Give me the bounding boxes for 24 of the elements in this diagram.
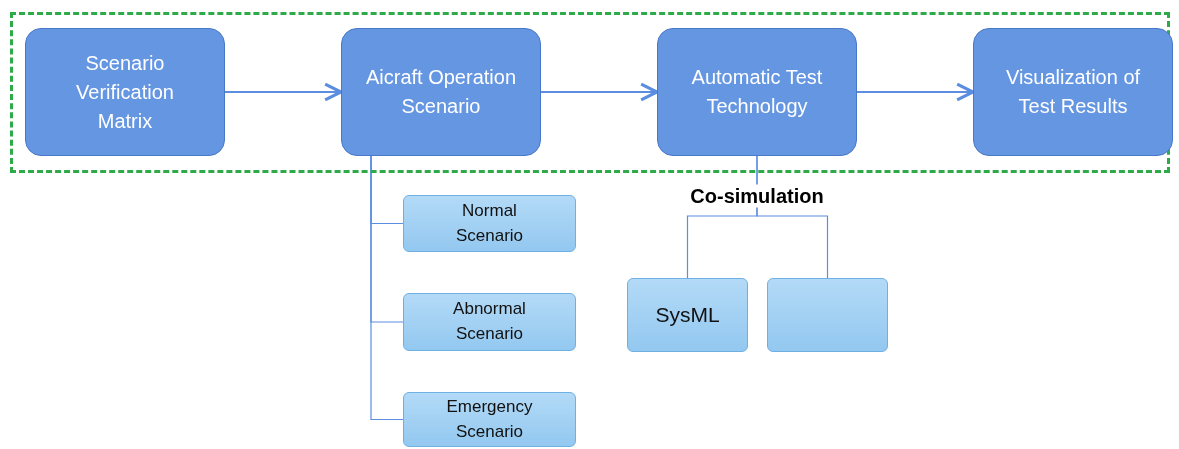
process-box — [25, 28, 225, 156]
node-label: Abnormal Scenario — [452, 298, 527, 345]
node-label: Normal Scenario — [454, 199, 525, 247]
process-box — [973, 28, 1173, 156]
process-box — [341, 28, 541, 156]
process-box — [627, 278, 748, 352]
process-box — [403, 195, 576, 252]
node-label: SysML — [655, 301, 720, 328]
process-box — [657, 28, 857, 156]
arrow — [225, 82, 343, 102]
node-label: Visualization of Test Results — [1004, 65, 1142, 119]
arrow — [541, 82, 659, 102]
process-box — [403, 293, 576, 351]
arrow — [857, 82, 975, 102]
process-box — [403, 392, 576, 447]
edge-label: Co-simulation — [688, 184, 826, 208]
connector-line — [370, 155, 404, 421]
node-label: Automatic Test Technology — [690, 65, 824, 119]
node-label: Scenario Verification Matrix — [75, 50, 175, 134]
connector-line — [756, 155, 829, 279]
dashed-group-box — [10, 12, 1170, 173]
node-label: Emergency Scenario — [445, 395, 534, 443]
node-label: Aicraft Operation Scenario — [364, 65, 518, 119]
process-box — [767, 278, 888, 352]
